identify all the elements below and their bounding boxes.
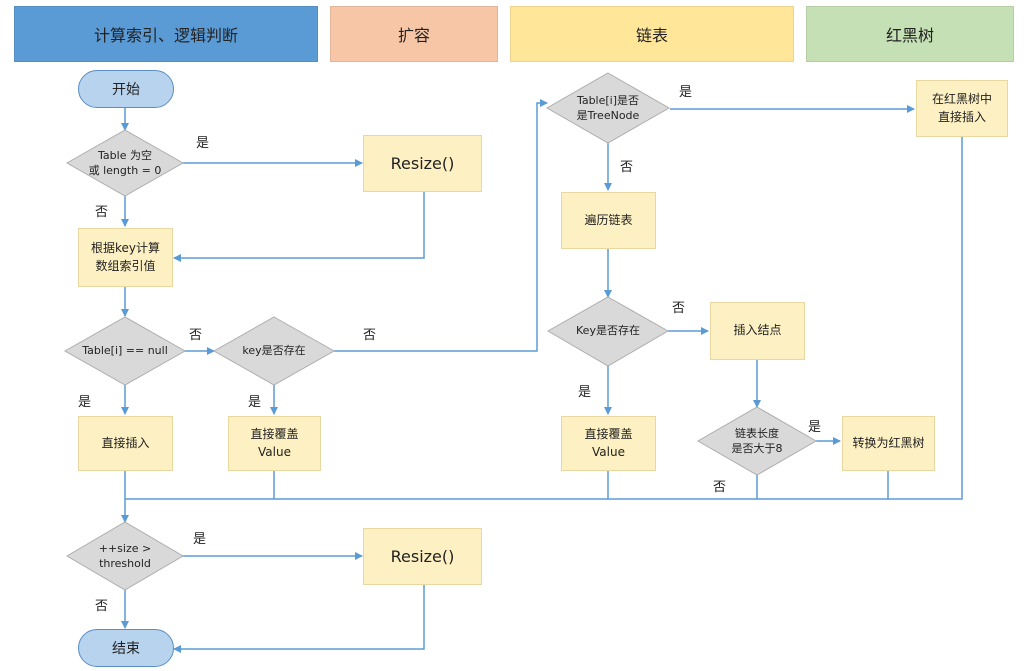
lane-header-compute: 计算索引、逻辑判断 bbox=[14, 6, 318, 62]
edge-label-no-key-exists-main: 否 bbox=[363, 328, 377, 343]
overwrite-value-list-box: 直接覆盖 Value bbox=[561, 416, 656, 471]
decision-label-table-empty: Table 为空 或 length = 0 bbox=[88, 148, 162, 177]
insert-node-box: 插入结点 bbox=[710, 302, 805, 360]
resize-box-top: Resize() bbox=[363, 135, 482, 192]
compute-index-box: 根据key计算 数组索引值 bbox=[78, 228, 173, 287]
rbtree-insert-box: 在红黑树中 直接插入 bbox=[916, 80, 1008, 137]
lane-header-linked-list: 链表 bbox=[510, 6, 794, 62]
overwrite-value-box: 直接覆盖 Value bbox=[228, 416, 321, 471]
edge-label-yes-key-exists-list: 是 bbox=[578, 385, 592, 400]
lane-header-resize: 扩容 bbox=[330, 6, 498, 62]
edge-label-no-table-empty: 否 bbox=[95, 205, 109, 220]
edge-label-yes-list-length: 是 bbox=[808, 420, 822, 435]
decision-size-threshold bbox=[66, 521, 184, 591]
end-terminal: 结束 bbox=[78, 629, 174, 667]
edge-label-no-is-treenode: 否 bbox=[620, 160, 634, 175]
decision-list-length bbox=[696, 406, 818, 476]
decision-table-i-null bbox=[63, 316, 187, 386]
decision-label-table-i-null: Table[i] == null bbox=[82, 344, 168, 358]
resize-box-bottom: Resize() bbox=[363, 528, 482, 585]
edge-label-no-table-i-null: 否 bbox=[189, 328, 203, 343]
convert-rbtree-box: 转换为红黑树 bbox=[842, 416, 935, 471]
decision-key-exists-list bbox=[546, 296, 670, 367]
decision-key-exists-main bbox=[212, 316, 336, 386]
edge-label-no-list-length: 否 bbox=[713, 480, 727, 495]
edge-label-yes-table-i-null: 是 bbox=[78, 395, 92, 410]
decision-table-empty bbox=[65, 129, 185, 197]
decision-label-is-treenode: Table[i]是否 是TreeNode bbox=[576, 93, 640, 122]
edge-label-no-key-exists-list: 否 bbox=[672, 301, 686, 316]
start-terminal: 开始 bbox=[78, 70, 174, 108]
decision-label-key-exists-main: key是否存在 bbox=[242, 344, 306, 358]
traverse-list-box: 遍历链表 bbox=[561, 192, 656, 249]
edge-label-yes-is-treenode: 是 bbox=[679, 85, 693, 100]
edge-label-yes-size-threshold: 是 bbox=[193, 532, 207, 547]
edge-label-yes-table-empty: 是 bbox=[196, 136, 210, 151]
edge-label-no-size-threshold: 否 bbox=[95, 599, 109, 614]
lane-header-red-black-tree: 红黑树 bbox=[806, 6, 1014, 62]
insert-direct-box: 直接插入 bbox=[78, 416, 173, 471]
decision-is-treenode bbox=[545, 72, 671, 144]
decision-label-key-exists-list: Key是否存在 bbox=[576, 324, 640, 338]
decision-label-size-threshold: ++size > threshold bbox=[98, 541, 152, 570]
edge-label-yes-key-exists-main: 是 bbox=[248, 395, 262, 410]
decision-label-list-length: 链表长度 是否大于8 bbox=[731, 426, 783, 455]
